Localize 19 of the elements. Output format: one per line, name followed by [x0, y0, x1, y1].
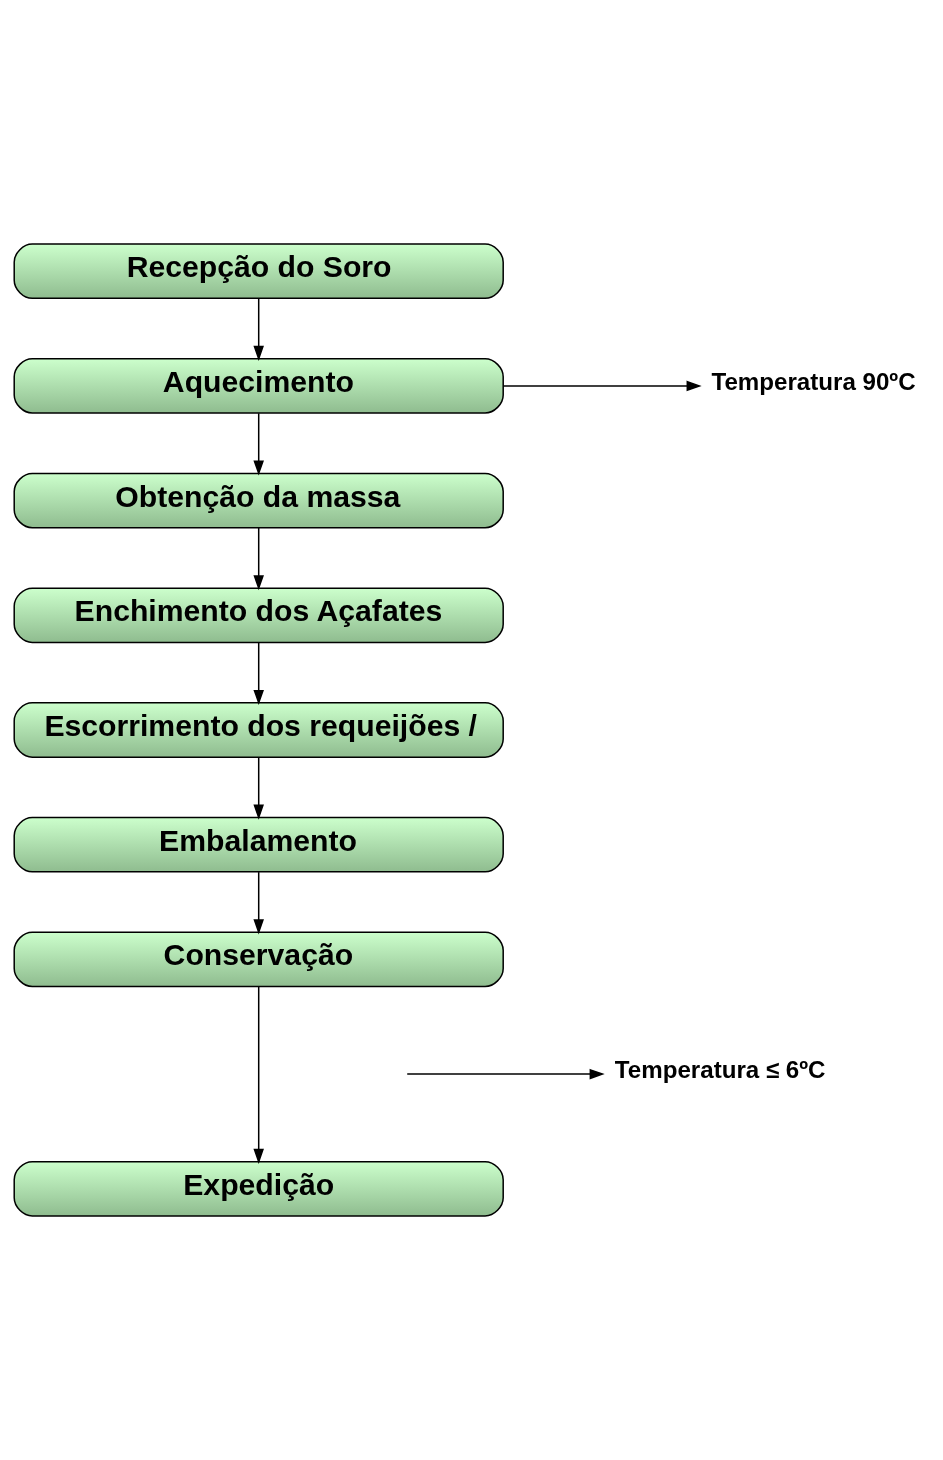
- node-box: Expedição: [13, 1160, 504, 1217]
- node-text: Temperatura ≤ 6ºC: [614, 1056, 826, 1084]
- arrow: [406, 1068, 605, 1080]
- arrow: [253, 527, 264, 591]
- node-box: Embalamento: [13, 816, 504, 873]
- arrow: [253, 412, 264, 476]
- node-text: Temperatura 90ºC: [711, 368, 916, 396]
- arrow: [253, 871, 264, 935]
- node-box: Enchimento dos Açafates: [13, 587, 504, 644]
- arrow: [502, 380, 702, 392]
- node-box: Recepção do Soro: [13, 243, 504, 300]
- arrow: [253, 641, 264, 705]
- node-box: Obtenção da massa: [13, 472, 504, 529]
- node-box: Escorrimento dos requeijões /: [13, 702, 504, 758]
- node-box: Aquecimento: [13, 358, 504, 414]
- arrow: [253, 297, 264, 361]
- arrow: [253, 986, 264, 1164]
- arrow: [253, 756, 264, 820]
- node-box: Conservação: [13, 931, 504, 988]
